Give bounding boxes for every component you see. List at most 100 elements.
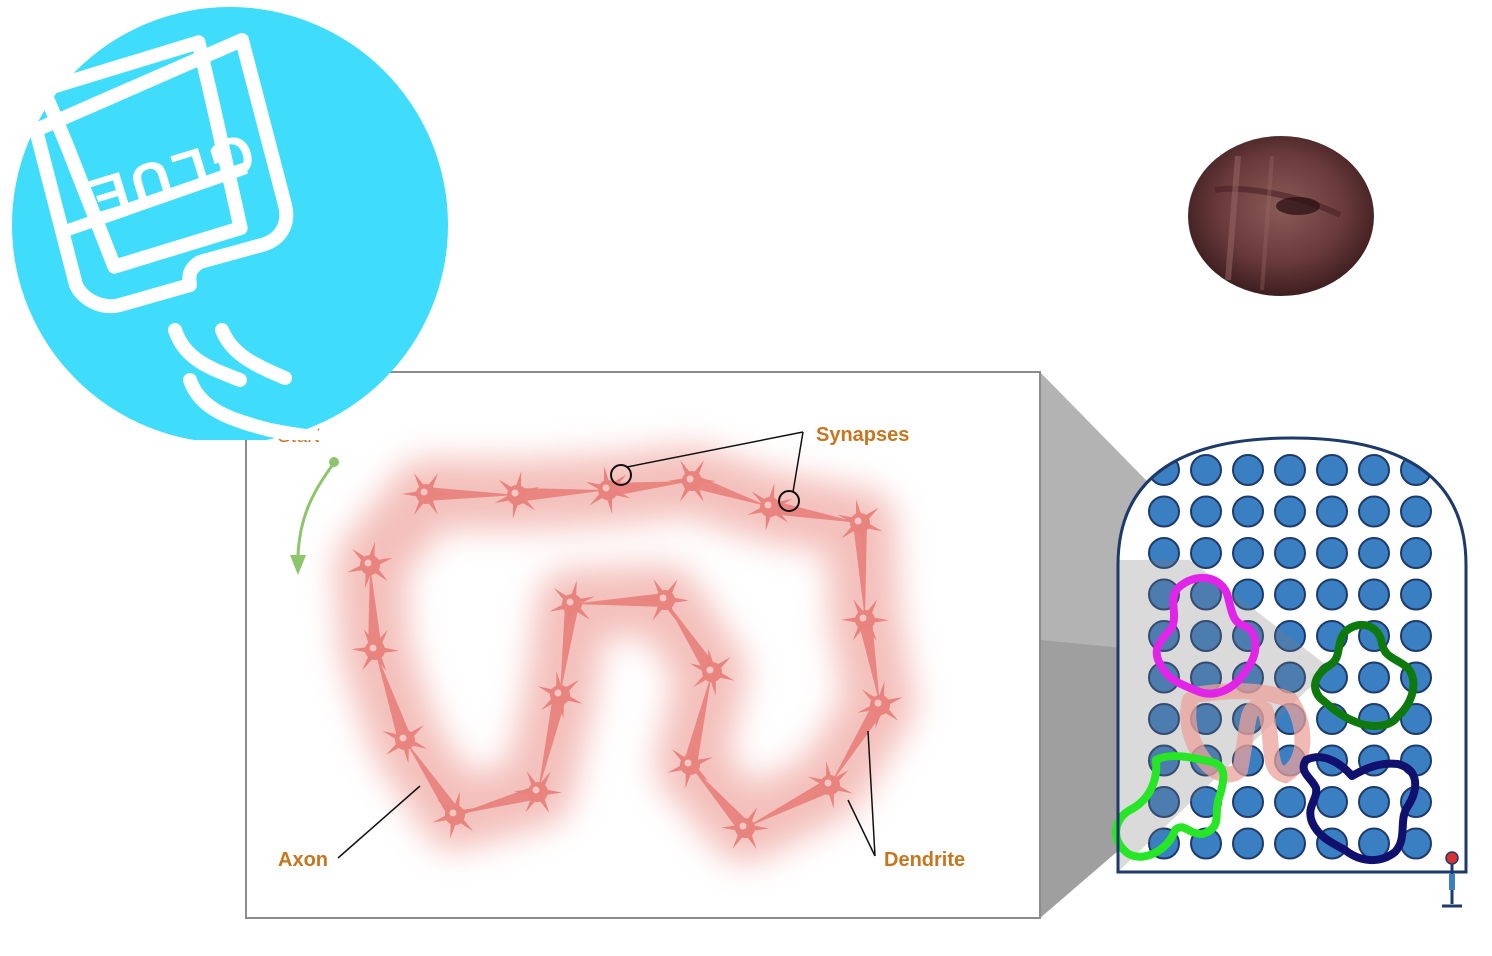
electrode-dot bbox=[1400, 537, 1432, 569]
electrode-dot bbox=[1400, 620, 1432, 652]
synapse-leader-2 bbox=[792, 431, 804, 493]
start-arrow bbox=[296, 462, 336, 556]
electrode-dot bbox=[1148, 703, 1180, 735]
electrode-dot bbox=[1232, 786, 1264, 818]
electrode-dot bbox=[1316, 786, 1348, 818]
electrode-dot bbox=[1190, 537, 1222, 569]
synapse-marker-1 bbox=[610, 464, 632, 486]
electrode-dot bbox=[1358, 578, 1390, 611]
blob-darkgreen bbox=[1311, 620, 1418, 730]
dendrite-label: Dendrite bbox=[884, 849, 965, 871]
axon-segment bbox=[745, 778, 834, 828]
glue-drip bbox=[183, 373, 367, 440]
neuron bbox=[514, 770, 562, 814]
neuron bbox=[402, 473, 450, 515]
electrode-dot bbox=[1274, 786, 1306, 818]
axon-connections bbox=[368, 474, 886, 833]
electrode-dot bbox=[1316, 454, 1348, 486]
electrode-dot bbox=[1358, 786, 1390, 818]
electrode-dot bbox=[1358, 495, 1390, 528]
axon-segment bbox=[858, 618, 880, 705]
neuron bbox=[721, 807, 769, 849]
synapse-marker-2 bbox=[778, 490, 800, 512]
neuron bbox=[537, 671, 583, 719]
neuron bbox=[494, 471, 540, 519]
neuron bbox=[549, 580, 595, 628]
probe-icon bbox=[1442, 851, 1462, 908]
electrode-dot bbox=[1274, 620, 1306, 652]
axon-segment bbox=[830, 701, 886, 785]
electrode-dot bbox=[1274, 827, 1306, 860]
start-arrowhead bbox=[290, 555, 306, 575]
dendrite-leader-2 bbox=[847, 799, 876, 857]
axon-label: Axon bbox=[278, 849, 328, 871]
synapses-label: Synapses bbox=[816, 424, 909, 446]
blob-magenta bbox=[1152, 573, 1260, 698]
neuron bbox=[668, 460, 716, 502]
glue-tube-body bbox=[29, 33, 294, 314]
electrode-dot bbox=[1358, 661, 1390, 694]
electrode-dot bbox=[1148, 454, 1180, 486]
neuron bbox=[807, 761, 853, 809]
projection-overlay bbox=[1118, 560, 1330, 872]
axon-leader bbox=[337, 785, 421, 859]
neuron bbox=[667, 741, 713, 789]
glue-badge: GLUE bbox=[12, 7, 448, 440]
axon-segment bbox=[768, 500, 860, 523]
axon-segment bbox=[607, 481, 692, 497]
axon-segment bbox=[665, 600, 718, 676]
axon-segment bbox=[425, 487, 517, 501]
axon-segment bbox=[455, 785, 540, 815]
axon-segment bbox=[405, 740, 461, 819]
electrode-dot bbox=[1232, 827, 1264, 860]
axon-segment bbox=[853, 522, 867, 620]
neuron bbox=[857, 681, 903, 729]
electrode-dot bbox=[1190, 454, 1222, 486]
neuron bbox=[747, 483, 793, 531]
neuron bbox=[432, 791, 478, 839]
electrode-dot bbox=[1400, 578, 1432, 611]
neuron bbox=[841, 599, 889, 641]
axon-segment bbox=[572, 593, 666, 607]
electrode-dot bbox=[1358, 454, 1390, 486]
neuron bbox=[585, 466, 631, 514]
axon-segment bbox=[690, 765, 751, 833]
electrode-dot bbox=[1400, 495, 1432, 528]
electrode-dot bbox=[1148, 495, 1180, 528]
electrode-array-outline bbox=[1116, 436, 1468, 874]
electrode-dot bbox=[1232, 578, 1264, 611]
neuron bbox=[347, 541, 393, 589]
neuron bbox=[689, 648, 735, 696]
dendrite-leader-1 bbox=[867, 730, 876, 857]
electrode-dot bbox=[1316, 578, 1348, 611]
glue-tube-band bbox=[66, 162, 248, 236]
neuron-cells bbox=[347, 460, 903, 849]
axon-segment bbox=[683, 672, 712, 767]
electrode-dot bbox=[1316, 537, 1348, 569]
axon-segment bbox=[689, 474, 770, 507]
synapse-leader-1 bbox=[626, 431, 804, 468]
electrode-dot bbox=[1232, 537, 1264, 569]
electrode-dot bbox=[1400, 703, 1432, 735]
axon-segment bbox=[538, 693, 567, 792]
axon-segment bbox=[560, 603, 579, 695]
glue-tube-icon bbox=[36, 35, 248, 274]
eye-photo bbox=[1188, 136, 1374, 296]
electrode-dot bbox=[1232, 454, 1264, 486]
axon-segment bbox=[516, 488, 608, 502]
blob-green bbox=[1112, 752, 1228, 861]
neuron bbox=[837, 499, 883, 547]
axon-segment bbox=[368, 565, 382, 651]
electrode-dot bbox=[1358, 537, 1390, 569]
electrode-dot bbox=[1274, 454, 1306, 486]
glue-nozzle bbox=[168, 323, 292, 387]
electrode-dot bbox=[1148, 661, 1180, 694]
neuron bbox=[382, 716, 428, 764]
start-dot bbox=[329, 457, 339, 467]
electrode-dot bbox=[1190, 620, 1222, 652]
electrode-dot bbox=[1274, 537, 1306, 569]
electrode-dot bbox=[1274, 578, 1306, 611]
electrode-dot bbox=[1316, 495, 1348, 528]
electrode-dot bbox=[1190, 495, 1222, 528]
